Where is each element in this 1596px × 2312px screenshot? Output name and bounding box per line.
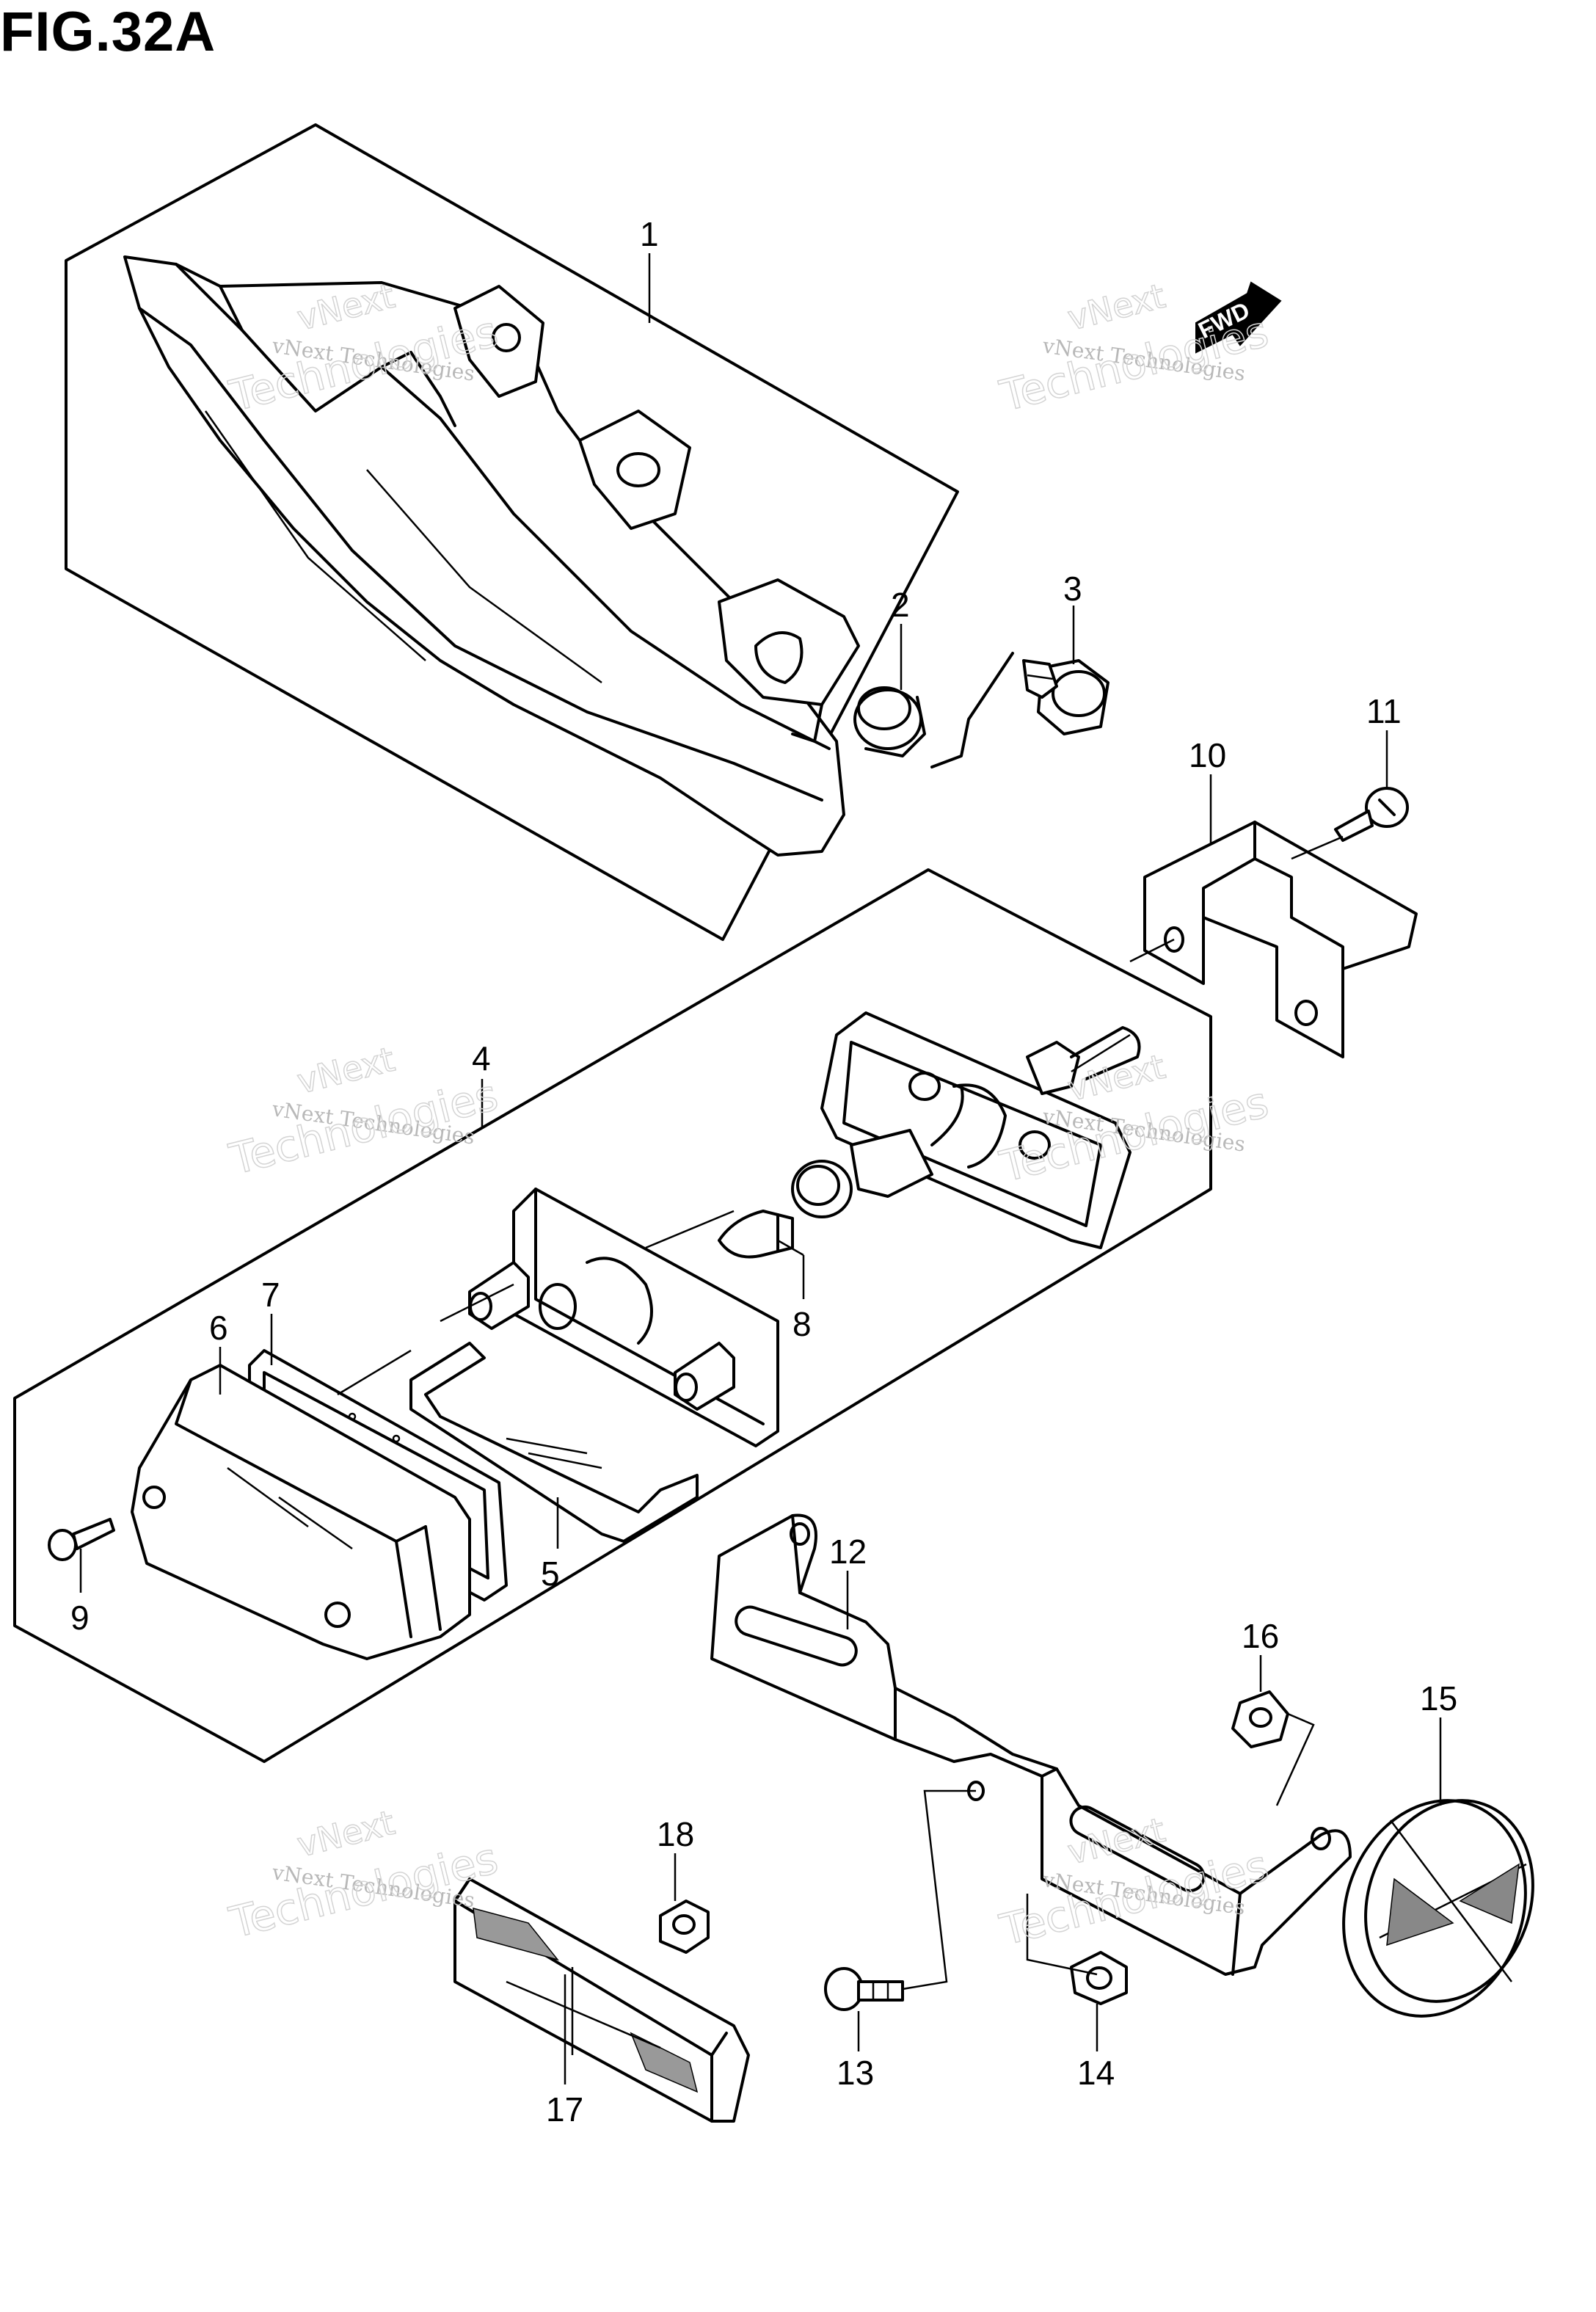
callout-11: 11: [1366, 692, 1402, 730]
flange-nut-upper: [1231, 1690, 1289, 1748]
grommet: [853, 686, 926, 757]
figure-title: FIG.32A: [0, 1, 216, 63]
rectangular-reflector: [453, 1877, 750, 2123]
svg-text:Technologies: Technologies: [225, 1069, 503, 1184]
callout-9: 9: [70, 1599, 90, 1637]
callout-15: 15: [1420, 1679, 1457, 1717]
license-lamp-lens: [131, 1364, 471, 1660]
tapping-screw: [1334, 787, 1409, 842]
callout-18: 18: [657, 1815, 694, 1853]
callout-7: 7: [261, 1276, 280, 1314]
callout-3: 3: [1063, 570, 1082, 608]
rear-combination-lamp: [123, 255, 860, 857]
callout-16: 16: [1242, 1617, 1279, 1655]
clear-lens-plate: [409, 1342, 699, 1543]
svg-text:vNext: vNext: [294, 1803, 398, 1865]
callout-10: 10: [1189, 736, 1226, 774]
svg-text:Technologies: Technologies: [995, 306, 1273, 421]
callout-5: 5: [541, 1555, 560, 1593]
watermark-3: vNext vNext Technologies Technologies: [224, 1039, 503, 1185]
callout-4: 4: [472, 1039, 491, 1077]
callout-14: 14: [1077, 2054, 1115, 2092]
bracket-bolt: [824, 1967, 904, 2011]
lamp-bracket: [1143, 821, 1418, 1058]
callout-2: 2: [891, 586, 910, 624]
wedge-bulb: [718, 1210, 794, 1259]
license-plate-bracket: [710, 1513, 1352, 1976]
flange-nut-lower: [1070, 1951, 1128, 2005]
lamp-housing-back: [820, 1011, 1141, 1249]
round-reflector: [1342, 1799, 1534, 2018]
flange-screw: [1022, 659, 1109, 735]
callout-17: 17: [546, 2090, 583, 2129]
callout-12: 12: [829, 1533, 867, 1571]
callout-8: 8: [792, 1305, 812, 1343]
assembly-box-license-lamp: [13, 868, 1212, 1763]
watermark-2: vNext vNext Technologies Technologies: [994, 275, 1273, 422]
callout-13: 13: [837, 2054, 874, 2092]
svg-text:vNext: vNext: [1064, 276, 1169, 338]
bulb-socket: [791, 1085, 964, 1218]
reflector-nut: [659, 1900, 710, 1954]
callout-6: 6: [209, 1309, 228, 1347]
callout-1: 1: [640, 215, 659, 253]
lamp-base-plate: [468, 1188, 779, 1447]
lens-screw: [48, 1518, 115, 1561]
callout-numbers: 1 2 3 4 5 6 7 8 9 10 11 12 13 14 15 16 1…: [70, 215, 1457, 2129]
leader-lines: [79, 253, 1442, 2084]
svg-text:vNext: vNext: [294, 1039, 398, 1102]
assembly-box-tail-light: [65, 123, 959, 941]
